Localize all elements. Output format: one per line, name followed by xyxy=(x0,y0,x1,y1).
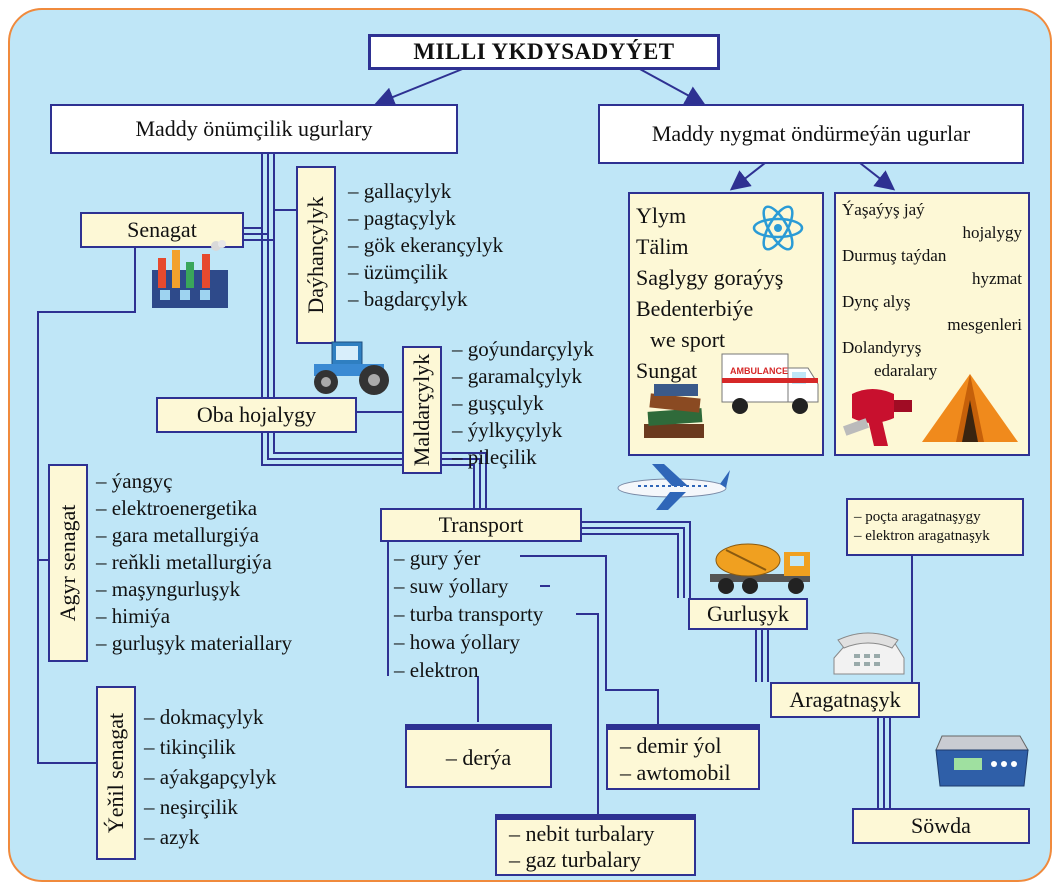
derya-box: – derýa xyxy=(405,728,552,788)
list-item: – gurluşyk materiallary xyxy=(96,631,292,655)
communications-box: – poçta aragatnaşygy – elektron aragatna… xyxy=(846,498,1024,556)
list-item: – gallaçylyk xyxy=(348,179,452,203)
list-item: – gaz turbalary xyxy=(509,847,641,872)
dayhancylyk-list: – gallaçylyk – pagtaçylyk – gök ekerançy… xyxy=(348,178,503,313)
aragatnasyk-box: Aragatnaşyk xyxy=(770,682,920,718)
list-item: – himiýa xyxy=(96,604,171,628)
list-item: – dokmaçylyk xyxy=(144,705,264,729)
list-item: – gök ekerançylyk xyxy=(348,233,504,257)
list-item: – elektron xyxy=(394,658,479,682)
list-item: – poçta aragatnaşygy xyxy=(854,509,981,525)
list-item: – garamalçylyk xyxy=(452,364,583,388)
atom-icon xyxy=(750,200,806,261)
public-services-list: Ýaşaýyş jaý hojalygy Durmuş taýdan hyzma… xyxy=(842,198,1022,382)
list-item: Ylym xyxy=(636,203,687,228)
hair-dryer-icon xyxy=(842,384,918,453)
oba-hojalygy-box: Oba hojalygy xyxy=(156,397,357,433)
land-transport-box: – demir ýol – awtomobil xyxy=(606,728,760,790)
agyr-senagat-label: Agyr senagat xyxy=(55,504,80,622)
agyr-senagat-list: – ýangyç – elektroenergetika – gara meta… xyxy=(96,468,292,657)
list-item: – tikinçilik xyxy=(144,735,236,759)
sowda-box: Söwda xyxy=(852,808,1030,844)
list-item: edaralary xyxy=(874,361,938,380)
list-item: – goýundarçylyk xyxy=(452,337,594,361)
maldarcylyk-box: Maldarçylyk xyxy=(402,346,442,474)
list-item: Ýaşaýyş jaý xyxy=(842,200,925,219)
gurlusyk-box: Gurluşyk xyxy=(688,598,808,630)
dayhancylyk-label: Daýhançylyk xyxy=(303,196,328,314)
maldarcylyk-list: – goýundarçylyk – garamalçylyk – guşçuly… xyxy=(452,336,594,471)
list-item: Tälim xyxy=(636,234,689,259)
books-icon xyxy=(640,380,710,449)
list-item: hojalygy xyxy=(962,223,1023,242)
scale-icon xyxy=(928,730,1032,799)
tractor-icon xyxy=(304,336,398,403)
list-item: – pagtaçylyk xyxy=(348,206,456,230)
list-item: – üzümçilik xyxy=(348,260,448,284)
list-item: – awtomobil xyxy=(620,760,731,785)
list-item: we sport xyxy=(650,327,726,352)
list-item: – howa ýollary xyxy=(394,630,520,654)
list-item: – turba transporty xyxy=(394,602,544,626)
tent-icon xyxy=(918,370,1022,451)
list-item: – neşirçilik xyxy=(144,795,238,819)
maldarcylyk-label: Maldarçylyk xyxy=(409,353,434,467)
list-item: – reňkli metallurgiýa xyxy=(96,550,272,574)
yenil-senagat-box: Ýeňil senagat xyxy=(96,686,136,860)
list-item: mesgenleri xyxy=(947,315,1022,334)
list-item: – nebit turbalary xyxy=(509,821,655,846)
airplane-icon xyxy=(612,460,732,517)
list-item: Durmuş taýdan xyxy=(842,246,947,265)
page-title: MILLI YKDYSADYÝET xyxy=(368,34,720,70)
list-item: – maşyngurluşyk xyxy=(96,577,241,601)
ambulance-text: AMBULANCE xyxy=(730,366,788,376)
transport-box: Transport xyxy=(380,508,582,542)
dayhancylyk-box: Daýhançylyk xyxy=(296,166,336,344)
left-branch-box: Maddy önümçilik ugurlary xyxy=(50,104,458,154)
list-item: – suw ýollary xyxy=(394,574,509,598)
list-item: Sungat xyxy=(636,358,698,383)
list-item: – gara metallurgiýa xyxy=(96,523,259,547)
yenil-senagat-list: – dokmaçylyk – tikinçilik – aýakgapçylyk… xyxy=(144,702,276,852)
pipelines-box: – nebit turbalary – gaz turbalary xyxy=(495,818,696,876)
list-item: – azyk xyxy=(144,825,200,849)
list-item: – bagdarçylyk xyxy=(348,287,468,311)
right-branch-box: Maddy nygmat öndürmeýän ugurlar xyxy=(598,104,1024,164)
list-item: – elektroenergetika xyxy=(96,496,258,520)
list-item: Bedenterbiýe xyxy=(636,296,754,321)
list-item: Dolandyryş xyxy=(842,338,922,357)
list-item: – ýangyç xyxy=(96,469,173,493)
list-item: – ýylkyçylyk xyxy=(452,418,563,442)
factory-icon xyxy=(150,240,230,315)
yenil-senagat-label: Ýeňil senagat xyxy=(103,712,128,834)
list-item: Saglygy goraýyş xyxy=(636,265,784,290)
ambulance-icon: AMBULANCE xyxy=(718,348,822,423)
list-item: – pileçilik xyxy=(452,445,537,469)
transport-list: – gury ýer – suw ýollary – turba transpo… xyxy=(394,544,543,684)
list-item: – demir ýol xyxy=(620,733,722,758)
agyr-senagat-box: Agyr senagat xyxy=(48,464,88,662)
list-item: – guşçulyk xyxy=(452,391,544,415)
science-services-list: Ylym Tälim Saglygy goraýyş Bedenterbiýe … xyxy=(636,200,783,386)
concrete-mixer-icon xyxy=(706,536,816,603)
list-item: hyzmat xyxy=(971,269,1022,288)
list-item: – aýakgapçylyk xyxy=(144,765,277,789)
list-item: – gury ýer xyxy=(394,546,481,570)
telephone-icon xyxy=(828,628,908,683)
list-item: – elektron aragatnaşyk xyxy=(854,528,990,544)
list-item: Dynç alyş xyxy=(842,292,911,311)
